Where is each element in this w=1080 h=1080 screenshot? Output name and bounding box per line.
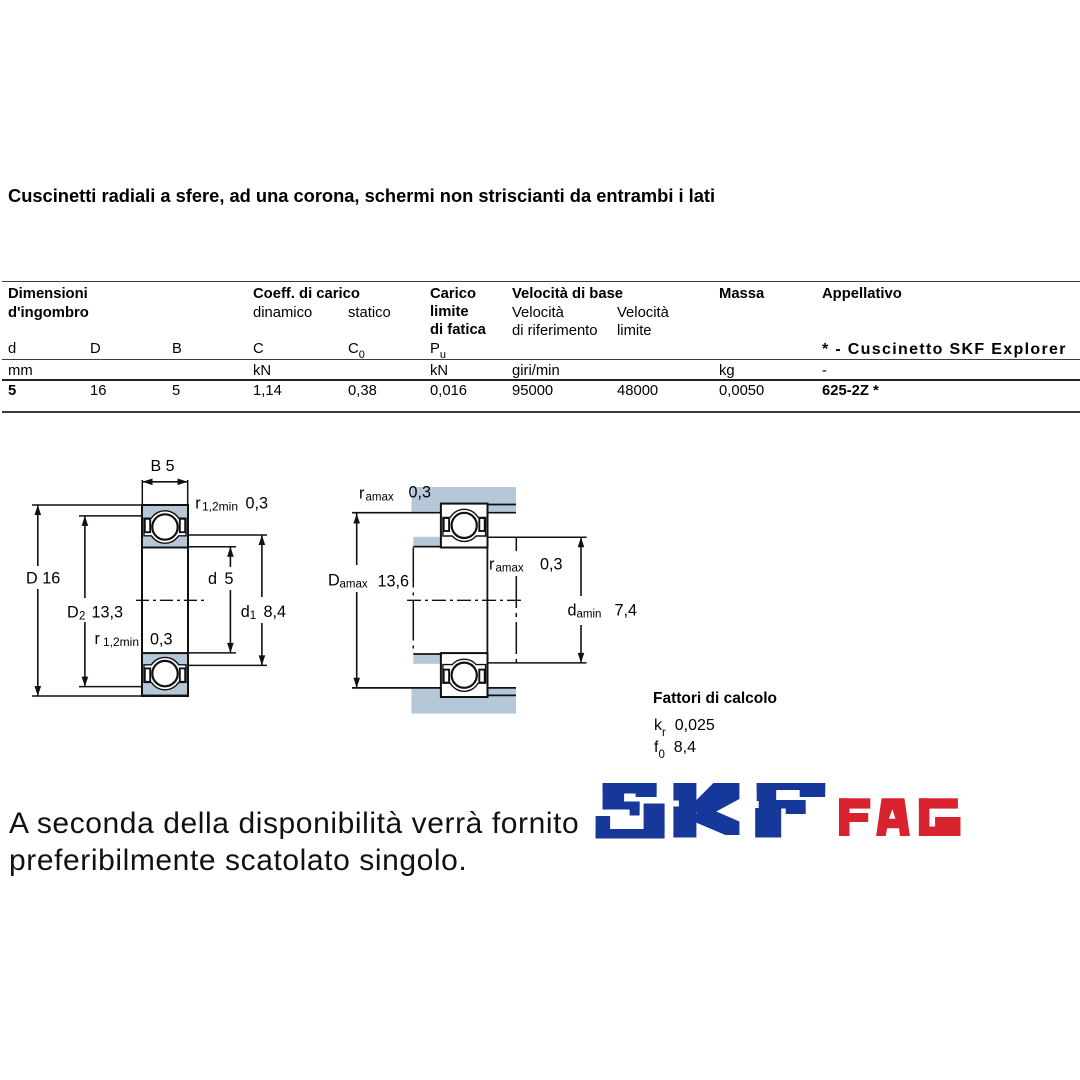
svg-text:r: r — [489, 556, 495, 574]
svg-text:1: 1 — [250, 610, 256, 622]
svg-text:d: d — [241, 603, 250, 621]
svg-text:1,2min: 1,2min — [103, 635, 139, 649]
svg-text:amax: amax — [366, 492, 394, 504]
svg-text:amin: amin — [577, 609, 602, 621]
svg-text:r: r — [195, 495, 201, 513]
svg-text:D: D — [67, 604, 79, 622]
svg-text:B 5: B 5 — [151, 458, 175, 475]
svg-text:0,3: 0,3 — [409, 484, 432, 502]
svg-text:13,3: 13,3 — [92, 604, 124, 622]
svg-text:d: d — [568, 602, 577, 620]
svg-text:2: 2 — [79, 611, 85, 623]
svg-text:0,3: 0,3 — [150, 631, 173, 649]
svg-text:0,3: 0,3 — [246, 495, 269, 513]
svg-text:r: r — [95, 630, 101, 648]
svg-text:7,4: 7,4 — [615, 602, 638, 620]
svg-text:D: D — [328, 572, 340, 590]
svg-text:d: d — [208, 570, 217, 588]
svg-text:r: r — [359, 485, 365, 503]
svg-text:0,3: 0,3 — [540, 556, 563, 574]
svg-text:8,4: 8,4 — [264, 603, 287, 621]
svg-text:amax: amax — [496, 563, 524, 575]
svg-text:5: 5 — [225, 570, 234, 588]
svg-text:amax: amax — [340, 579, 368, 591]
svg-text:D 16: D 16 — [26, 570, 60, 588]
svg-text:1,2min: 1,2min — [202, 500, 238, 514]
svg-text:13,6: 13,6 — [378, 573, 410, 591]
